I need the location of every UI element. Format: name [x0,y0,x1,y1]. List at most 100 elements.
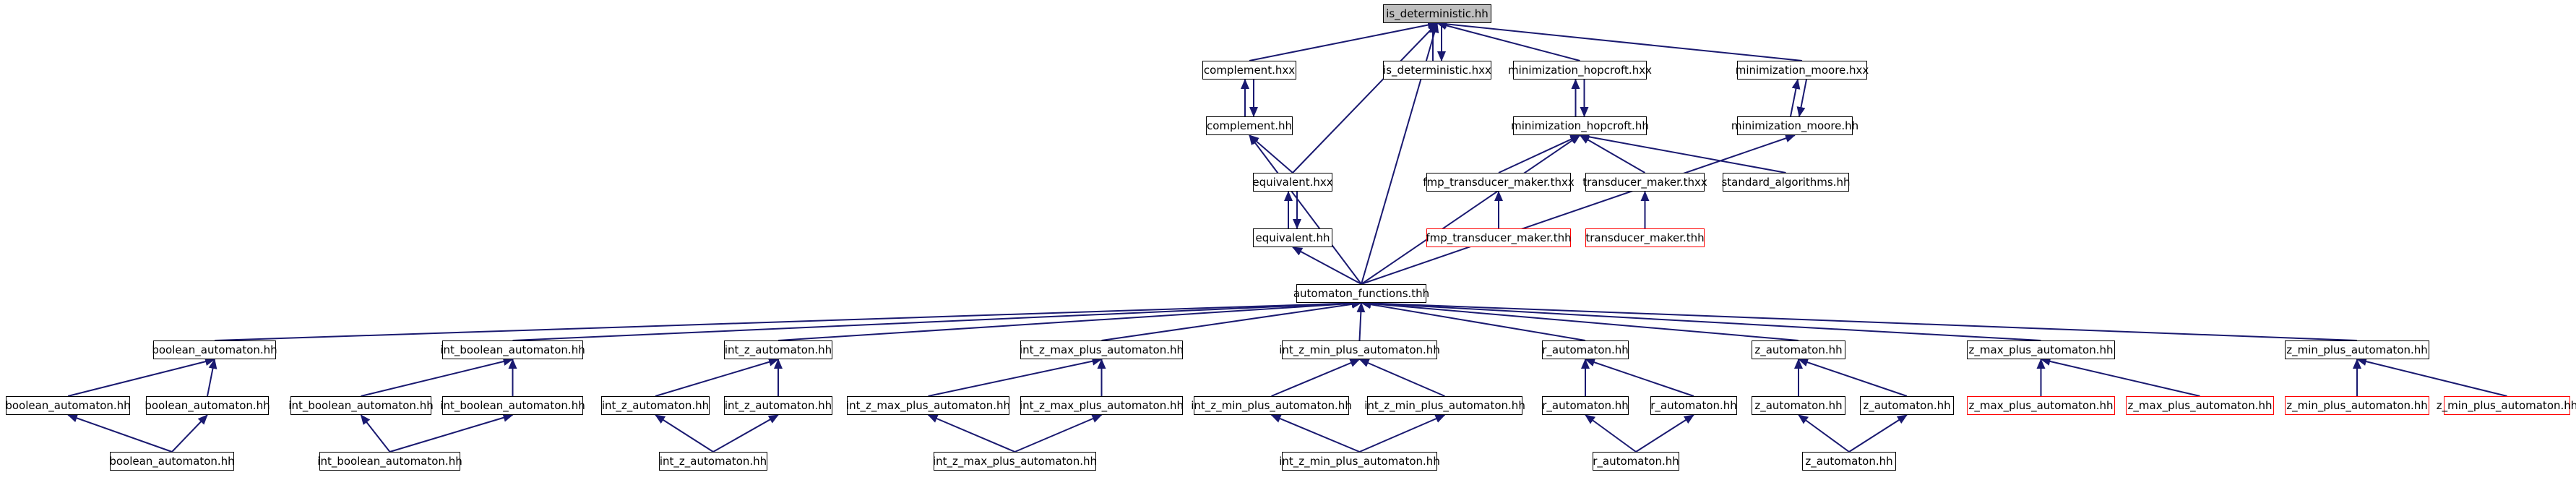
edge-a8-to-n15 [1361,299,2041,341]
edge-n7-to-n4 [1790,79,1801,117]
edge-b1r-to-a1 [207,359,217,397]
node-int-z-automaton-hh[interactable]: int_z_automaton.hh [724,396,832,415]
node-is-deterministic-hh[interactable]: is_deterministic.hh [1383,4,1491,23]
edge-a9-to-n15 [1361,299,2358,341]
edge-b4l-to-a4 [928,356,1103,397]
edge-c3-to-b3r [712,414,779,453]
node-standard-algorithms-hh[interactable]: standard_algorithms.hh [1721,173,1851,192]
edge-b3l-to-a3 [655,357,779,397]
node-fmp-transducer-maker-thxx[interactable]: fmp_transducer_maker.thxx [1423,173,1575,192]
edge-n1-to-n0 [1249,20,1438,61]
edge-n4-to-n7 [1796,79,1807,117]
node-automaton-functions-thh[interactable]: automaton_functions.thh [1293,284,1429,303]
node-int-z-min-plus-automaton-hh[interactable]: int_z_min_plus_automaton.hh [1191,396,1352,415]
node-r-automaton-hh[interactable]: r_automaton.hh [1542,396,1629,415]
node-boolean-automaton-hh[interactable]: boolean_automaton.hh [145,396,270,415]
node-int-boolean-automaton-hh[interactable]: int_boolean_automaton.hh [288,396,434,415]
node-boolean-automaton-hh[interactable]: boolean_automaton.hh [152,340,277,359]
node-minimization-hopcroft-hxx[interactable]: minimization_hopcroft.hxx [1508,61,1652,80]
edge-c5-to-b5r [1359,414,1446,453]
node-transducer-maker-thh[interactable]: transducer_maker.thh [1585,228,1705,247]
node-fmp-transducer-maker-thh[interactable]: fmp_transducer_maker.thh [1426,228,1572,247]
node-minimization-hopcroft-hh[interactable]: minimization_hopcroft.hh [1511,116,1649,135]
node-int-z-min-plus-automaton-hh[interactable]: int_z_min_plus_automaton.hh [1364,396,1525,415]
node-minimization-moore-hh[interactable]: minimization_moore.hh [1731,116,1858,135]
edge-n15-to-n14 [1292,247,1362,285]
edge-b2l-to-a2 [361,357,514,397]
node-int-z-max-plus-automaton-hh[interactable]: int_z_max_plus_automaton.hh [933,452,1097,471]
edge-n8-to-n0 [1292,22,1438,173]
node-boolean-automaton-hh[interactable]: boolean_automaton.hh [109,452,235,471]
node-z-automaton-hh[interactable]: z_automaton.hh [1752,340,1845,359]
edge-a7-to-n15 [1361,299,1799,341]
node-z-automaton-hh[interactable]: z_automaton.hh [1860,396,1954,415]
node-int-z-automaton-hh[interactable]: int_z_automaton.hh [601,396,710,415]
edge-a4-to-n15 [1101,299,1362,341]
edge-a1-to-n15 [214,299,1362,341]
edge-a2-to-n15 [512,299,1362,341]
node-int-z-max-plus-automaton-hh[interactable]: int_z_max_plus_automaton.hh [1020,340,1184,359]
node-complement-hh[interactable]: complement.hh [1206,116,1293,135]
edge-c7-to-b7r [1848,414,1908,453]
edge-a5-to-n15 [1356,302,1366,341]
node-z-max-plus-automaton-hh[interactable]: z_max_plus_automaton.hh [2126,396,2274,415]
edge-c7-to-b7l [1798,414,1850,453]
node-int-z-max-plus-automaton-hh[interactable]: int_z_max_plus_automaton.hh [1020,396,1184,415]
node-int-z-automaton-hh[interactable]: int_z_automaton.hh [724,340,832,359]
node-z-min-plus-automaton-hh[interactable]: z_min_plus_automaton.hh [2285,340,2429,359]
edge-c6-to-b6r [1635,414,1694,453]
edge-c6-to-b6l [1585,414,1637,453]
edge-n15-to-n6 [1361,134,1581,285]
node-r-automaton-hh[interactable]: r_automaton.hh [1542,340,1629,359]
edge-n15-to-n5 [1249,134,1362,285]
edge-b5l-to-a5 [1271,359,1361,397]
edge-a6-to-n15 [1361,300,1586,341]
edge-n3-to-n0 [1436,21,1580,61]
node-int-z-min-plus-automaton-hh[interactable]: int_z_min_plus_automaton.hh [1279,452,1440,471]
node-transducer-maker-thxx[interactable]: transducer_maker.thxx [1582,173,1707,192]
edge-c1-to-b1l [67,413,173,453]
node-complement-hxx[interactable]: complement.hxx [1202,61,1296,80]
edge-b7r-to-a7 [1798,358,1908,397]
edge-n15-to-n7 [1361,134,1796,285]
edge-n9-to-n6 [1498,134,1581,173]
node-z-max-plus-automaton-hh[interactable]: z_max_plus_automaton.hh [1967,340,2115,359]
node-minimization-moore-hxx[interactable]: minimization_moore.hxx [1736,61,1869,80]
node-int-z-automaton-hh[interactable]: int_z_automaton.hh [659,452,767,471]
node-int-boolean-automaton-hh[interactable]: int_boolean_automaton.hh [440,396,585,415]
node-int-boolean-automaton-hh[interactable]: int_boolean_automaton.hh [317,452,462,471]
node-z-min-plus-automaton-hh[interactable]: z_min_plus_automaton.hh [2437,396,2576,415]
edge-b1l-to-a1 [67,357,215,397]
edge-c2-to-b2l [360,414,391,453]
node-int-z-max-plus-automaton-hh[interactable]: int_z_max_plus_automaton.hh [846,396,1010,415]
edge-b8r-to-a8 [2040,357,2200,397]
edge-b9r-to-a9 [2356,357,2507,397]
node-r-automaton-hh[interactable]: r_automaton.hh [1650,396,1737,415]
node-int-z-min-plus-automaton-hh[interactable]: int_z_min_plus_automaton.hh [1279,340,1440,359]
node-z-min-plus-automaton-hh[interactable]: z_min_plus_automaton.hh [2285,396,2429,415]
node-z-automaton-hh[interactable]: z_automaton.hh [1752,396,1845,415]
edge-b5r-to-a5 [1358,359,1445,397]
edge-n4-to-n0 [1436,20,1803,61]
node-z-max-plus-automaton-hh[interactable]: z_max_plus_automaton.hh [1967,396,2115,415]
edge-n10-to-n6 [1579,134,1646,173]
edge-c3-to-b3l [655,414,714,453]
node-r-automaton-hh[interactable]: r_automaton.hh [1593,452,1679,471]
edge-c2-to-b2r [389,413,514,453]
edge-c1-to-b1r [171,414,208,453]
edge-n11-to-n6 [1579,132,1786,173]
node-is-deterministic-hxx[interactable]: is_deterministic.hxx [1383,61,1491,80]
node-z-automaton-hh[interactable]: z_automaton.hh [1802,452,1896,471]
edge-c5-to-b5l [1270,414,1360,453]
node-int-boolean-automaton-hh[interactable]: int_boolean_automaton.hh [440,340,585,359]
node-equivalent-hh[interactable]: equivalent.hh [1253,228,1332,247]
node-boolean-automaton-hh[interactable]: boolean_automaton.hh [5,396,131,415]
edge-b6r-to-a6 [1585,358,1694,397]
node-equivalent-hxx[interactable]: equivalent.hxx [1252,173,1333,192]
edge-c4-to-b4r [1015,414,1103,453]
edge-n8-to-n5 [1249,134,1293,173]
edge-a3-to-n15 [777,299,1362,341]
edge-c4-to-b4l [927,414,1015,453]
